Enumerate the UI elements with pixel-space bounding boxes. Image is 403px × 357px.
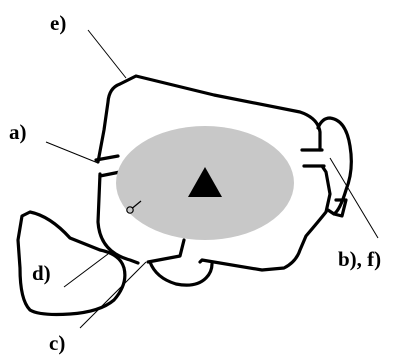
leader-c: [79, 261, 147, 329]
bottom-lobe: [148, 260, 214, 287]
leader-bf: [329, 157, 379, 239]
left-gap-mark: [94, 154, 122, 178]
label-e: e): [50, 11, 66, 35]
main-block: [94, 74, 332, 272]
label-bf: b), f): [338, 247, 381, 271]
label-d: d): [32, 261, 51, 285]
detached-lobe: [16, 210, 127, 317]
main-block-bottom-edge-right: [198, 164, 332, 272]
leader-a: [45, 141, 99, 164]
filled-triangle-icon: [188, 167, 222, 197]
main-block-bottom-edge: [146, 238, 186, 264]
right-gap-mark: [300, 148, 326, 168]
label-a: a): [9, 120, 27, 144]
label-c: c): [49, 331, 65, 355]
leader-e: [87, 29, 127, 79]
main-block-left-edge: [96, 172, 140, 265]
small-circle-icon: [126, 200, 142, 214]
main-block-top-edge: [96, 74, 322, 164]
right-lobe: [316, 116, 353, 218]
leader-d: [63, 253, 109, 288]
